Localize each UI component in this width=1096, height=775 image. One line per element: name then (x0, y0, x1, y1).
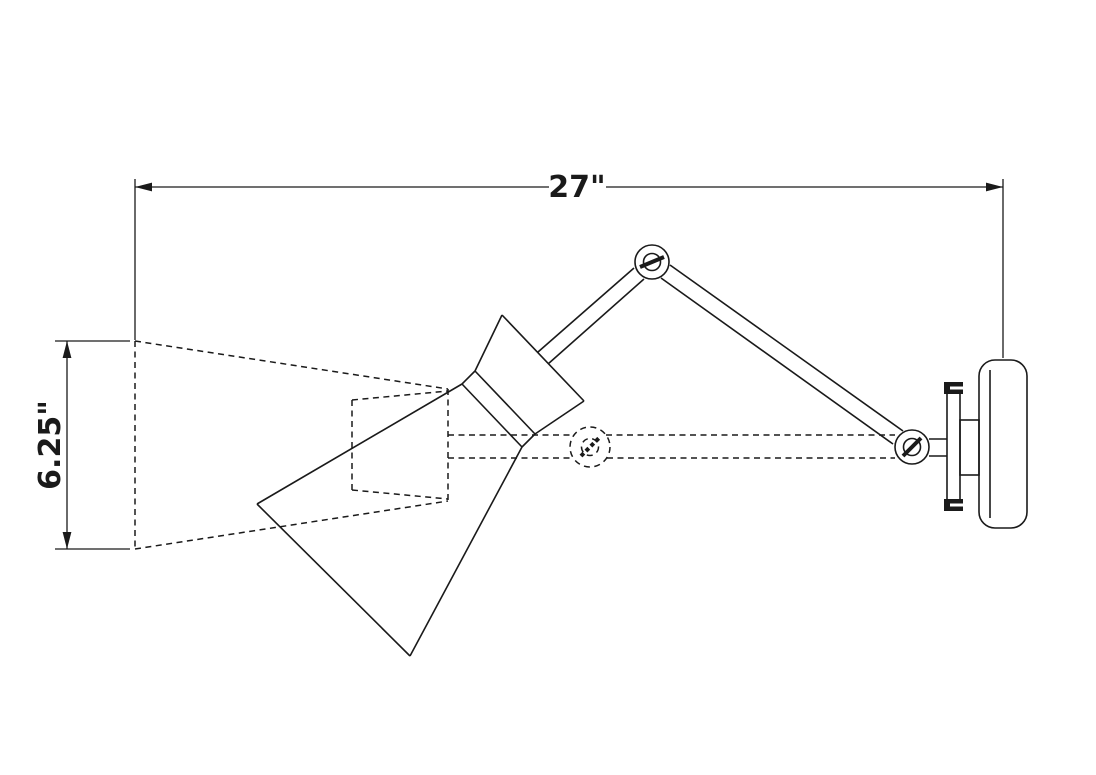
height-dimension-label: 6.25" (33, 400, 68, 490)
height-dimension: 6.25" (33, 340, 130, 550)
lamp-shade-alt-position-dashed (134, 340, 449, 550)
upper-arm-upper-line (669, 264, 904, 432)
dashed-shade-top-edge (134, 340, 449, 390)
upper-arm-lower-line (660, 277, 894, 445)
elbow-screw-slot (639, 255, 665, 269)
width-arrowhead-right (986, 182, 1003, 192)
dashed-shade-socket-top (351, 390, 449, 401)
shade-socket-left-edge (474, 314, 503, 372)
shade-cone-left-edge (256, 383, 463, 505)
lower-arm-outer-line (537, 267, 635, 353)
shade-ring-upper (474, 370, 536, 435)
wall-mount (944, 359, 1028, 529)
height-arrowhead-top (62, 341, 72, 358)
mount-clip-top (944, 382, 963, 394)
mount-back-plate (946, 392, 961, 502)
width-dimension-label: 27" (548, 170, 605, 205)
shade-ring-right-side (521, 433, 536, 448)
elbow-joint-ring (634, 244, 670, 280)
wall-pivot-screw-slot (901, 436, 923, 458)
width-dimension: 27" (134, 170, 1004, 358)
mount-hub (959, 419, 980, 476)
elbow-joint (634, 244, 670, 280)
shade-socket-right-edge (534, 400, 585, 435)
lamp-shade (256, 314, 585, 657)
shade-socket-top-face (501, 314, 585, 402)
lower-arm-inner-line (547, 278, 645, 365)
dashed-elbow-joint (569, 426, 611, 468)
shade-ring-lower (461, 383, 523, 448)
shade-ring-left-side (461, 370, 476, 385)
width-arrowhead-left (135, 182, 152, 192)
wall-pivot-screw (902, 437, 922, 457)
wall-pivot-ring (894, 429, 930, 465)
wall-canopy (978, 359, 1028, 529)
wall-pivot-joint (894, 429, 947, 465)
swing-arm (537, 264, 904, 445)
dashed-shade-socket-bottom (351, 489, 449, 500)
elbow-screw (642, 252, 662, 272)
shade-cone-rim (256, 503, 411, 657)
dashed-shade-bottom-edge (134, 500, 449, 550)
mount-clip-bottom (944, 499, 963, 511)
dashed-elbow-screw (580, 437, 600, 457)
shade-cone-right-edge (409, 446, 523, 657)
dashed-elbow-screw-slot (579, 436, 601, 458)
height-arrowhead-bottom (62, 532, 72, 549)
